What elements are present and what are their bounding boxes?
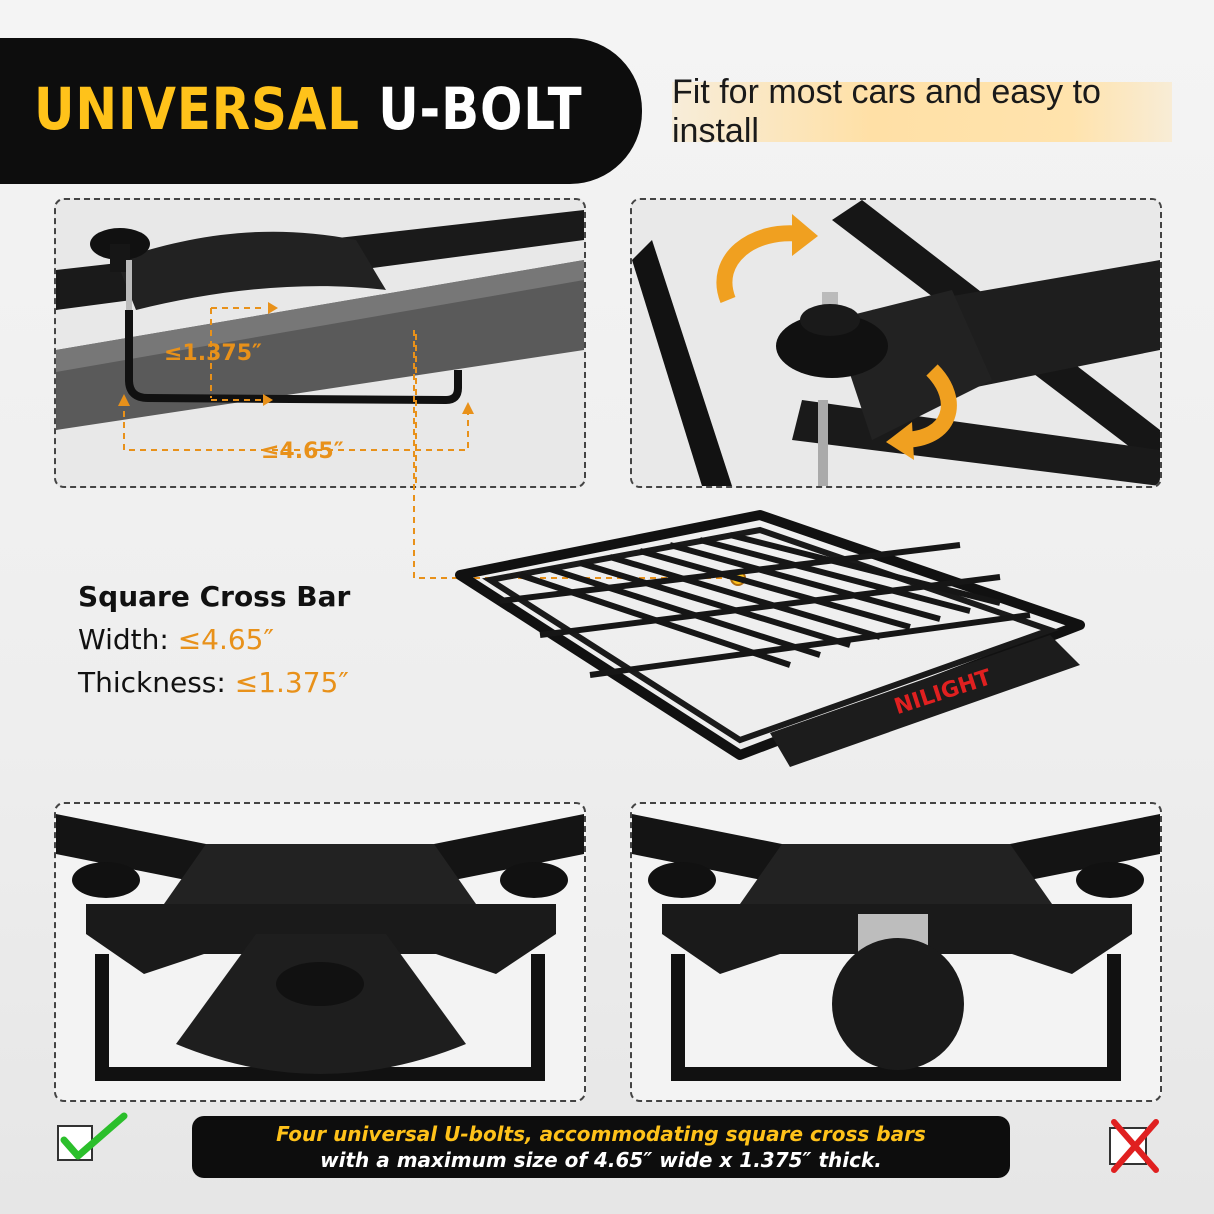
cross-icon bbox=[1109, 1119, 1159, 1173]
round-bar-fit-photo bbox=[630, 802, 1162, 1102]
square-bar-fit-illustration bbox=[56, 814, 584, 1081]
spec-width-row: Width: ≤4.65″ bbox=[78, 623, 350, 656]
spec-width-value: ≤4.65″ bbox=[177, 623, 274, 656]
header-bar bbox=[0, 38, 642, 184]
check-icon bbox=[57, 1112, 128, 1161]
ubolt-dimension-photo: ≤1.375″ ≤4.65″ bbox=[54, 198, 586, 488]
spec-block: Square Cross Bar Width: ≤4.65″ Thickness… bbox=[78, 580, 350, 709]
spec-heading: Square Cross Bar bbox=[78, 580, 351, 613]
spec-thickness-label: Thickness: bbox=[78, 666, 226, 699]
spec-thickness-row: Thickness: ≤1.375″ bbox=[78, 666, 350, 699]
roof-rack-basket: NILIGHT bbox=[455, 510, 1085, 767]
page-title: UNIVERSAL U-BOLT bbox=[34, 80, 583, 138]
width-dimension-label: ≤4.65″ bbox=[261, 439, 344, 464]
thickness-dimension-label: ≤1.375″ bbox=[164, 341, 262, 366]
bottom-banner: Four universal U-bolts, accommodating sq… bbox=[192, 1116, 1010, 1178]
ubolt-dimension-illustration: ≤1.375″ ≤4.65″ bbox=[56, 210, 584, 486]
tagline: Fit for most cars and easy to install bbox=[672, 73, 1172, 150]
title-accent: UNIVERSAL bbox=[34, 75, 360, 143]
square-bar-fit-photo bbox=[54, 802, 586, 1102]
banner-line-1: Four universal U-bolts, accommodating sq… bbox=[276, 1122, 926, 1146]
knob-tightening-photo bbox=[630, 198, 1162, 488]
spec-thickness-value: ≤1.375″ bbox=[234, 666, 349, 699]
round-bar-fit-illustration bbox=[632, 814, 1160, 1081]
knob-tightening-illustration bbox=[632, 200, 1160, 486]
title-main: U-BOLT bbox=[378, 75, 583, 143]
banner-line-2: with a maximum size of 4.65″ wide x 1.37… bbox=[320, 1148, 882, 1172]
spec-width-label: Width: bbox=[78, 623, 169, 656]
